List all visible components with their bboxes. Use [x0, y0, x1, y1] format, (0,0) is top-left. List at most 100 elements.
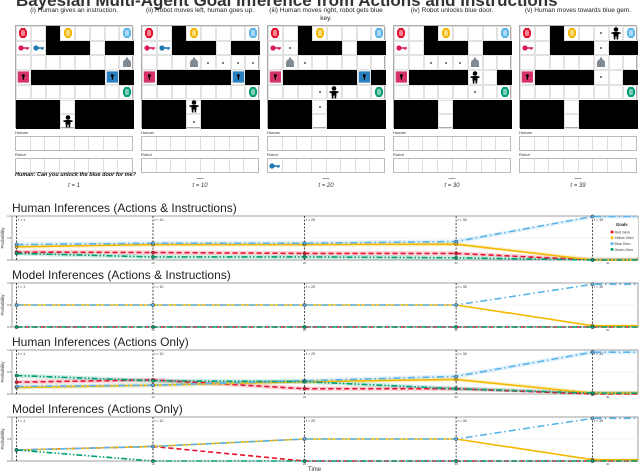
grid-cell: [453, 26, 468, 41]
robot-inventory: [267, 158, 385, 173]
robot-inventory-label: Robot: [393, 152, 404, 157]
grid-cell: [230, 84, 246, 100]
grid-cell: [60, 55, 75, 71]
data-point: [151, 241, 155, 246]
wall-cell: [608, 99, 624, 115]
grid-cell: [438, 99, 453, 115]
grid-cell: [89, 40, 105, 56]
x-tick-label: 30: [454, 462, 458, 466]
wall-cell: [75, 70, 90, 85]
grid-cell: [282, 84, 298, 100]
robot-inventory-label: Robot: [141, 152, 152, 157]
data-point: [302, 459, 307, 463]
data-point: [14, 325, 19, 329]
wall-cell: [268, 114, 283, 129]
data-point: [14, 380, 19, 384]
wall-cell: [423, 40, 439, 56]
robot-inventory: [393, 158, 511, 173]
separator: —: [448, 175, 456, 182]
blue-door-icon: [230, 70, 246, 85]
grid-cell: [608, 55, 624, 71]
wall-cell: [171, 40, 187, 56]
grid-cell: [89, 55, 105, 71]
grid-cell: [534, 84, 550, 100]
data-point: [590, 416, 595, 421]
series-line-blue-gem: [16, 417, 638, 451]
wall-cell: [201, 99, 216, 115]
human-inventory-label: Human: [141, 130, 154, 135]
human-icon: [327, 84, 342, 100]
grid-cell: [75, 26, 90, 41]
red-key-icon: [142, 40, 157, 56]
red-door-icon: [520, 70, 535, 85]
wall-cell: [608, 40, 624, 56]
wall-cell: [171, 26, 187, 41]
y-axis-label: Probability: [0, 294, 5, 316]
grid-cell: [16, 55, 31, 71]
wall-cell: [593, 114, 609, 129]
wall-cell: [549, 114, 565, 129]
human-inventory-label: Human: [267, 130, 280, 135]
wall-cell: [438, 40, 453, 56]
grid-cell: [156, 84, 172, 100]
data-point: [151, 325, 155, 329]
wall-cell: [282, 114, 298, 129]
time-marker-label: t = 39: [594, 218, 603, 222]
human-icon: [608, 26, 624, 41]
wall-cell: [579, 70, 594, 85]
wall-cell: [186, 70, 201, 85]
trail-dot: [438, 55, 453, 71]
series-line-blue-gem: [16, 215, 638, 246]
x-tick-label: 20: [303, 395, 307, 399]
wall-cell: [327, 99, 342, 115]
series-line-blue-gem: [16, 351, 638, 388]
x-tick-label: 40: [606, 395, 610, 399]
wall-cell: [30, 70, 46, 85]
grid-cell: [142, 55, 157, 71]
robot-icon: [593, 55, 609, 71]
series-line-blue-gem: [16, 283, 638, 306]
wall-cell: [453, 40, 468, 56]
grid-cell: [75, 55, 90, 71]
time-marker-label: t = 30: [458, 285, 467, 289]
grid-cell: [268, 55, 283, 71]
wall-cell: [230, 99, 246, 115]
wall-cell: [171, 114, 187, 129]
time-label: t = 1: [68, 183, 80, 189]
time-label: t = 39: [570, 183, 586, 189]
human-inventory: [393, 136, 511, 151]
robot-inventory: [141, 158, 259, 173]
y-axis-label: Probability: [0, 227, 5, 249]
wall-cell: [230, 40, 246, 56]
chart-title: Human Inferences (Actions & Instructions…: [12, 201, 237, 215]
blue-door-icon: [356, 70, 372, 85]
data-point: [454, 459, 458, 463]
data-point: [151, 444, 155, 449]
trail-dot: [453, 55, 468, 71]
green-gem-icon: [245, 84, 260, 100]
robot-icon: [119, 55, 134, 71]
red-key-icon: [520, 40, 535, 56]
trail-dot: [593, 70, 609, 85]
grid-cell: [564, 99, 579, 115]
human-inventory: [267, 136, 385, 151]
wall-cell: [30, 99, 46, 115]
data-point: [454, 377, 458, 382]
wall-cell: [579, 114, 594, 129]
trail-dot: [312, 99, 327, 115]
wall-cell: [453, 70, 468, 85]
series-line-red-gem: [16, 251, 638, 261]
y-tick-label: 1.0: [7, 348, 12, 352]
series-line-yellow-gem: [16, 243, 638, 261]
grid-cell: [482, 84, 498, 100]
separator: —: [574, 175, 582, 182]
legend-item: Red Gem: [615, 230, 630, 234]
robot-inventory: [15, 158, 133, 173]
grid-cell: [534, 26, 550, 41]
wall-cell: [45, 114, 61, 129]
data-point: [454, 251, 458, 256]
wall-cell: [341, 114, 357, 129]
grid-cell: [423, 84, 439, 100]
